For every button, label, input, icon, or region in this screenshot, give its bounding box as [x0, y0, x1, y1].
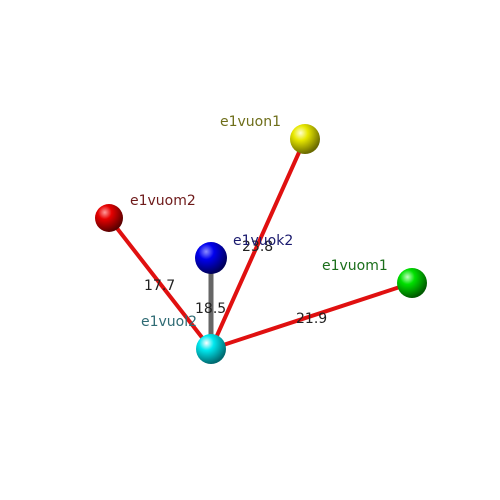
node-e1vuol2[interactable]: [196, 334, 226, 364]
node-label-e1vuon1: e1vuon1: [220, 114, 281, 130]
edge-e1vuol2-e1vuom2: [107, 216, 213, 351]
edge-e1vuol2-e1vuon1: [209, 137, 307, 351]
node-e1vuok2[interactable]: [195, 242, 227, 274]
node-label-e1vuom2: e1vuom2: [130, 193, 196, 209]
node-label-e1vuom1: e1vuom1: [322, 258, 388, 274]
edge-label-e1vuol2-e1vuom1: 21.9: [296, 311, 327, 327]
edge-label-e1vuol2-e1vuon1: 23.8: [242, 239, 273, 255]
node-e1vuom2[interactable]: [95, 204, 123, 232]
edge-e1vuol2-e1vuom1: [209, 281, 414, 351]
node-label-e1vuol2: e1vuol2: [141, 314, 197, 330]
edge-label-e1vuol2-e1vuok2: 18.5: [195, 301, 226, 317]
node-label-e1vuok2: e1vuok2: [233, 233, 293, 249]
edge-label-e1vuol2-e1vuom2: 17.7: [144, 278, 175, 294]
node-e1vuom1[interactable]: [397, 268, 427, 298]
node-e1vuon1[interactable]: [290, 124, 320, 154]
